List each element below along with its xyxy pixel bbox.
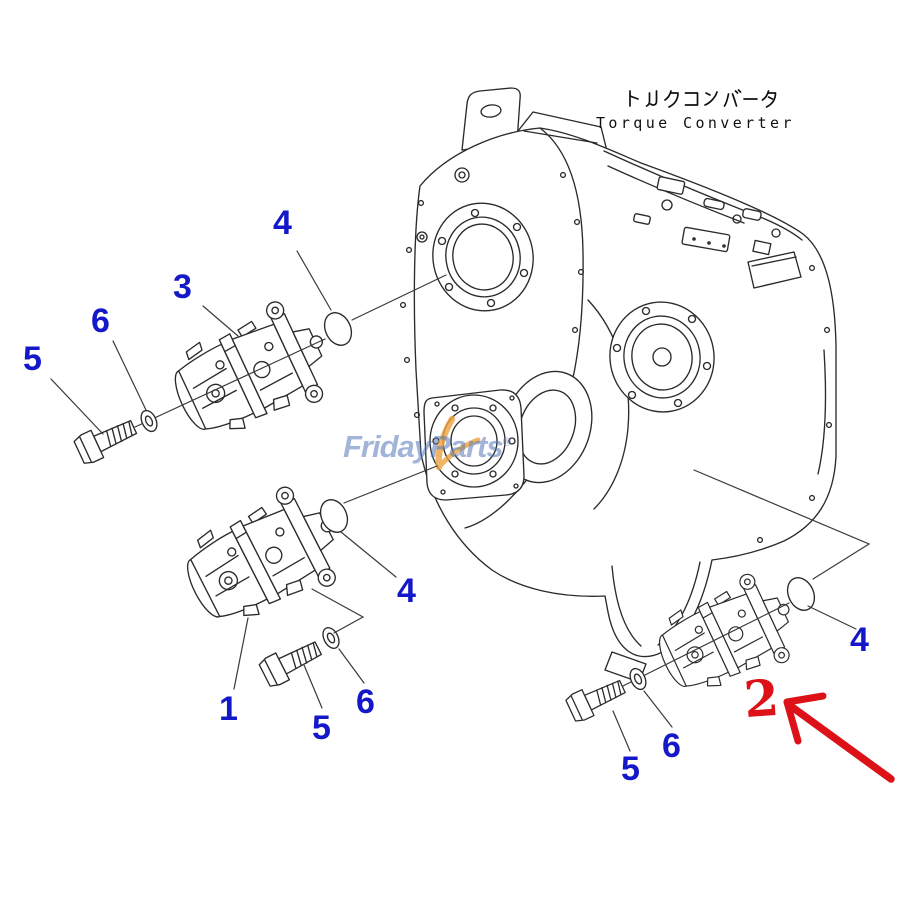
- callout-6-middle: 6: [356, 683, 375, 721]
- bolt-right: [564, 673, 630, 725]
- callout-5-right: 5: [621, 750, 640, 788]
- callout-4-upper: 4: [273, 204, 292, 242]
- bolt-middle: [257, 634, 326, 690]
- title-japanese-glyphs: [629, 89, 777, 108]
- watermark-brand: FridayParts®: [343, 429, 511, 465]
- annotation-2-red: 2: [741, 667, 781, 730]
- watermark-swoosh: [435, 415, 481, 471]
- callout-6-right: 6: [662, 727, 681, 765]
- housing-top-deck-details: [633, 176, 781, 256]
- callout-5-middle: 5: [312, 709, 331, 747]
- bolt-upper: [72, 412, 141, 467]
- housing-port-upper: [432, 202, 534, 312]
- torque-converter-housing-drawing: [399, 87, 837, 683]
- callout-6-upper: 6: [91, 302, 110, 340]
- washer-middle: [319, 624, 343, 652]
- watermark-text: FridayParts: [343, 429, 504, 464]
- assembly-axis-right: [622, 602, 790, 687]
- gear-pump-upper: [158, 289, 346, 455]
- red-annotation-arrow: [783, 692, 895, 783]
- callout-4-middle: 4: [397, 572, 416, 610]
- callout-4-right: 4: [850, 621, 869, 659]
- o-ring-upper: [318, 307, 358, 351]
- housing-port-right: [609, 301, 715, 413]
- washer-upper: [137, 407, 161, 435]
- leader-lines: [50, 250, 871, 752]
- callout-3: 3: [173, 268, 192, 306]
- title-english: Torque Converter: [596, 114, 795, 132]
- callout-5-upper: 5: [23, 340, 42, 378]
- registered-mark: ®: [502, 436, 511, 449]
- assembly-axis-upper: [134, 338, 326, 428]
- callout-1: 1: [219, 690, 238, 728]
